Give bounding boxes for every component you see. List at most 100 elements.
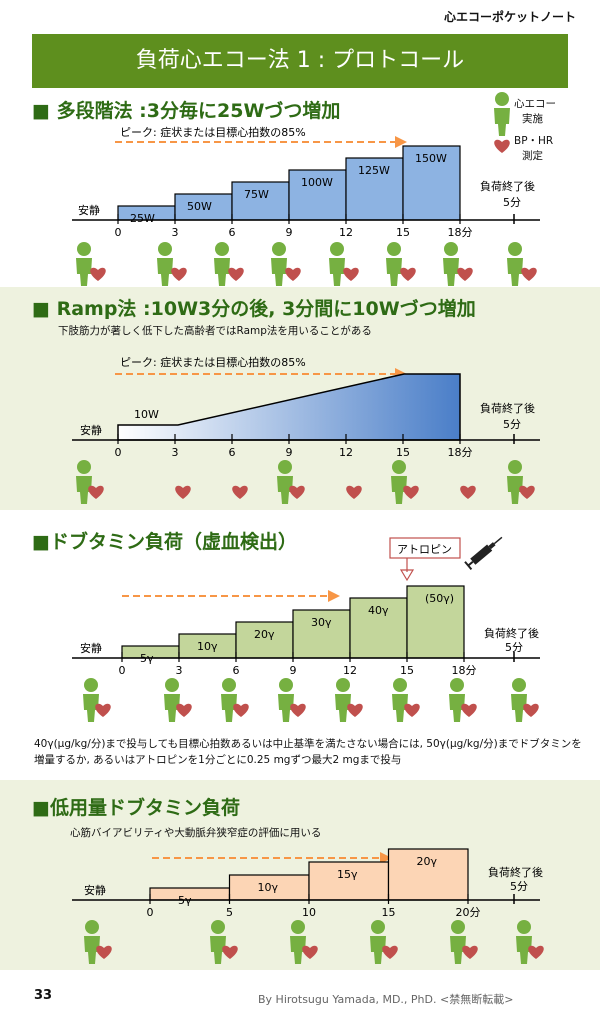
legend-heart-icon [494, 139, 510, 153]
person-icon [494, 92, 510, 136]
time-tick-label: 15 [382, 906, 396, 919]
peak-note: ピーク: 症状または目標心拍数の85% [120, 125, 306, 139]
load-step-label: (50γ) [425, 592, 454, 605]
heart-icon [302, 945, 318, 959]
person-icon [76, 242, 92, 286]
heart-icon [404, 703, 420, 717]
person-icon [164, 678, 180, 722]
load-step-label: 125W [358, 164, 390, 177]
load-step-label: 20γ [254, 628, 275, 641]
time-tick-label: 5 [226, 906, 233, 919]
person-icon [83, 678, 99, 722]
heart-icon [457, 267, 473, 281]
person-icon [507, 460, 523, 504]
heart-icon [289, 485, 305, 499]
peak-arrow-head [395, 136, 407, 148]
person-icon [221, 678, 237, 722]
load-step-label: 100W [301, 176, 333, 189]
time-tick-label: 15 [396, 226, 410, 239]
load-step-bar [387, 848, 469, 901]
person-icon [290, 920, 306, 964]
load-step-bar [292, 609, 351, 659]
time-tick-label: 0 [119, 664, 126, 677]
heart-icon [171, 267, 187, 281]
book-title: 心エコーポケットノート [443, 10, 576, 24]
person-icon [210, 920, 226, 964]
load-step-bar [174, 193, 233, 221]
heart-icon [88, 485, 104, 499]
end-label-2: 5分 [503, 196, 521, 209]
load-step-label: 10γ [197, 640, 218, 653]
time-tick-label: 9 [290, 664, 297, 677]
heart-icon [90, 267, 106, 281]
legend-bp-label-1: BP・HR [514, 135, 554, 147]
person-icon [392, 678, 408, 722]
end-label-1: 負荷終了後 [488, 865, 543, 879]
end-label-1: 負荷終了後 [480, 179, 535, 193]
rest-label: 安静 [80, 641, 102, 655]
load-step-bar [288, 169, 347, 221]
load-step-bar [345, 157, 404, 221]
person-icon [370, 920, 386, 964]
time-tick-label: 12 [339, 226, 353, 239]
atropine-label: アトロピン [397, 543, 452, 556]
dose-arrow-head [328, 590, 340, 602]
time-tick-label: 0 [115, 226, 122, 239]
heart-icon [400, 267, 416, 281]
person-icon [76, 460, 92, 504]
section-title-dobutamine: ■ドブタミン負荷（虚血検出） [32, 531, 297, 553]
time-tick-label: 18分 [448, 446, 473, 459]
load-step-label: 20γ [417, 855, 438, 868]
load-step-label: 150W [415, 152, 447, 165]
heart-icon [176, 703, 192, 717]
heart-icon [96, 945, 112, 959]
person-icon [277, 460, 293, 504]
heart-icon [228, 267, 244, 281]
heart-icon [528, 945, 544, 959]
rest-label: 安静 [84, 883, 106, 897]
person-icon [507, 242, 523, 286]
dose-arrow-head [380, 852, 392, 864]
heart-icon [521, 267, 537, 281]
heart-icon [222, 945, 238, 959]
heart-icon [285, 267, 301, 281]
time-tick-label: 0 [115, 446, 122, 459]
page-title: 負荷心エコー法 1 : プロトコール [32, 34, 568, 88]
load-step-label: 40γ [368, 604, 389, 617]
multistage-protocol-diagram: ピーク: 症状または目標心拍数の85% 25W50W75W100W125W150… [72, 125, 540, 286]
time-tick-label: 9 [286, 226, 293, 239]
load-step-label: 10γ [258, 881, 279, 894]
load-step-bar [235, 621, 294, 659]
end-label-1: 負荷終了後 [480, 401, 535, 415]
time-tick-label: 15 [396, 446, 410, 459]
heart-icon [343, 267, 359, 281]
load-step-label: 75W [244, 188, 269, 201]
time-tick-label: 3 [172, 226, 179, 239]
load-step-bar [406, 585, 465, 659]
time-tick-label: 10 [302, 906, 316, 919]
legend-echo-label-1: 心エコー [514, 98, 556, 110]
dobutamine-note: 40γ(μg/kg/分)まで投与しても目標心拍数あるいは中止基準を満たさない場合… [34, 738, 582, 766]
section-title-multistage: ■ 多段階法 :3分毎に25Wづつ増加 [32, 100, 341, 122]
page-number: 33 [34, 988, 53, 1003]
heart-icon [290, 703, 306, 717]
load-step-label: 30γ [311, 616, 332, 629]
ramp-note: 下肢筋力が著しく低下した高齢者ではRamp法を用いることがある [58, 325, 372, 337]
rest-label: 安静 [80, 423, 102, 437]
atropine-arrow-head [399, 569, 415, 582]
rest-label: 安静 [78, 203, 100, 217]
heart-icon [232, 485, 248, 499]
legend-echo-label-2: 実施 [522, 113, 543, 125]
heart-icon [233, 703, 249, 717]
person-icon [443, 242, 459, 286]
atropine-callout-box [389, 537, 461, 559]
end-label-2: 5分 [505, 641, 523, 654]
syringe-icon [464, 536, 503, 571]
end-label-1: 負荷終了後 [484, 626, 539, 640]
time-tick-label: 12 [339, 446, 353, 459]
section-title-ramp: ■ Ramp法 :10W3分の後, 3分間に10Wづつ増加 [32, 298, 476, 320]
person-icon [329, 242, 345, 286]
